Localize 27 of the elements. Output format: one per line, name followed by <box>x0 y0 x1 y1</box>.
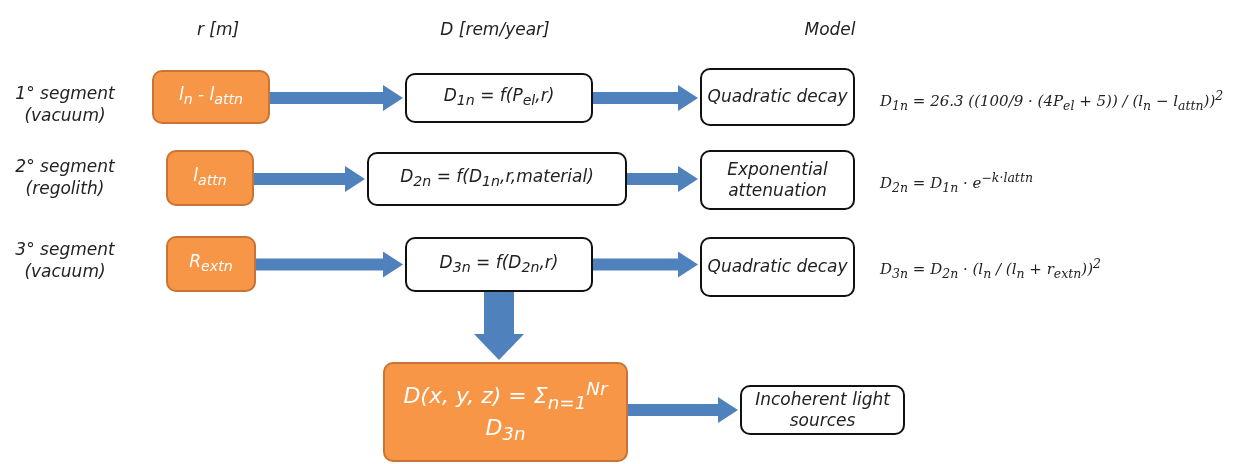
value-box: l$_{attn}$ <box>166 150 254 206</box>
process-box: D$_{2n}$ = f(D$_{1n}$,r,material) <box>367 152 627 206</box>
arrow <box>474 292 524 360</box>
arrow <box>627 166 698 192</box>
process-box: Quadratic decay <box>700 68 855 126</box>
value-box: R$_{extn}$ <box>166 236 256 292</box>
arrow <box>270 85 403 111</box>
arrow <box>254 166 365 192</box>
row-label: 3° segment (vacuum) <box>14 238 116 283</box>
row-label: 2° segment (regolith) <box>14 155 116 200</box>
process-box: D$_{1n}$ = f(P$_{el}$,r) <box>405 73 593 123</box>
formula: D$_{1n}$ = 26.3 ((100/9 · (4P$_{el}$ + 5)) / (l$_{n}$ − l$_{attn}$))$^{2}$ <box>880 88 1224 113</box>
arrow <box>593 251 698 278</box>
process-box: Exponential attenuation <box>700 150 855 210</box>
column-header: D [rem/year] <box>439 18 551 41</box>
column-header: Model <box>803 18 857 41</box>
arrow <box>256 251 403 278</box>
formula: D$_{3n}$ = D$_{2n}$ · (l$_{n}$ / (l$_{n}$ + r$_{extn}$))$^{2}$ <box>880 256 1102 281</box>
process-box: Incoherent light sources <box>740 385 905 435</box>
row-label: 1° segment (vacuum) <box>14 82 116 127</box>
process-box: D$_{3n}$ = f(D$_{2n}$,r) <box>405 237 593 292</box>
column-header: r [m] <box>195 18 241 41</box>
process-box: Quadratic decay <box>700 237 855 297</box>
arrow <box>593 85 698 111</box>
value-box: l$_{n}$ - l$_{attn}$ <box>152 70 270 124</box>
arrow <box>628 397 738 423</box>
formula: D$_{2n}$ = D$_{1n}$ · e$^{−k·lattn}$ <box>880 170 1033 195</box>
